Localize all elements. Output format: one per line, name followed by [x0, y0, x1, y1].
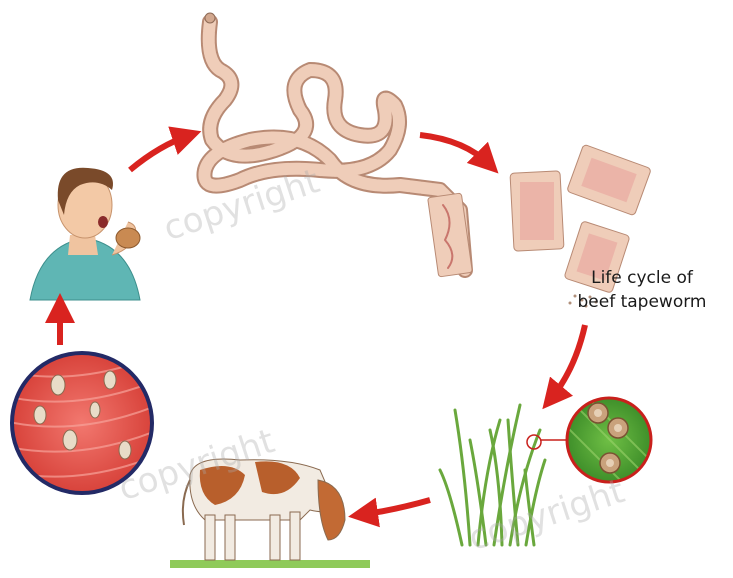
caption-line-1: Life cycle of — [552, 266, 732, 290]
eggs-magnified-icon — [560, 395, 660, 500]
grass-icon — [440, 405, 545, 545]
person-eating-icon — [30, 168, 140, 300]
caption-line-2: beef tapeworm — [552, 290, 732, 314]
arrow-grass-to-cow — [360, 500, 430, 515]
tapeworm-icon — [204, 13, 472, 277]
arrow-human-to-tapeworm — [130, 135, 190, 170]
arrow-tapeworm-to-segments — [420, 135, 490, 165]
arrow-segments-to-grass — [550, 325, 585, 400]
muscle-cyst-icon — [0, 350, 170, 502]
cow-icon — [170, 459, 370, 568]
diagram-caption: Life cycle of beef tapeworm — [552, 266, 732, 314]
